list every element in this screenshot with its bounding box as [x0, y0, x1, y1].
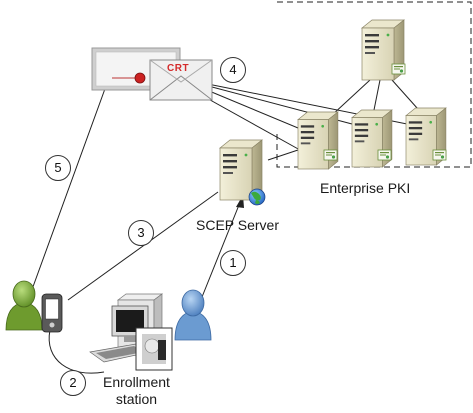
enterprise-pki-label: Enterprise PKI [320, 180, 411, 196]
scep-server-icon [219, 139, 266, 206]
sub-ca-server-icon [351, 109, 393, 168]
root-ca-server-icon [361, 19, 406, 81]
enrollment-station-label: Enrollment station [103, 374, 170, 407]
sub-ca-server-icon [297, 111, 339, 170]
step-4-marker: 4 [220, 57, 246, 83]
scep-server-label: SCEP Server [196, 217, 279, 233]
certificate-tag: CRT [167, 63, 190, 74]
pda-icon [41, 293, 63, 333]
envelope-certificate-icon [91, 47, 213, 101]
step-1-link [199, 194, 244, 303]
step-2-marker: 2 [60, 370, 86, 396]
enterprise-pki-boundary [276, 1, 472, 168]
sub-ca-server-icon [405, 107, 447, 166]
step-3-link [67, 191, 219, 301]
step-5-link [29, 85, 107, 296]
admin-user-icon [174, 289, 212, 341]
scep-pki-link [267, 149, 299, 161]
step-2-link [48, 329, 105, 374]
enrolling-user-icon [5, 280, 43, 331]
step-3-marker: 3 [128, 220, 154, 246]
step-1-marker: 1 [220, 250, 246, 276]
step-5-marker: 5 [45, 155, 71, 181]
computer-icon [89, 293, 173, 371]
